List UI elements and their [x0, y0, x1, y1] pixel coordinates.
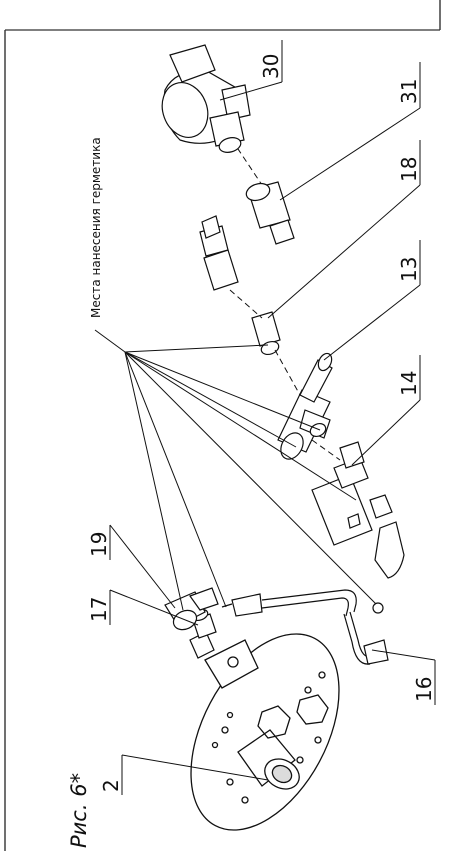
sealant-leader-lines — [94, 329, 377, 611]
burner-disc-part — [190, 633, 340, 831]
regulator-part-30 — [161, 44, 251, 153]
nut-fitting-part-18 — [199, 215, 281, 356]
solenoid-valve-part-14 — [311, 441, 405, 579]
tube-part-16 — [221, 589, 389, 665]
tee-valve-part-13 — [277, 352, 333, 460]
sealant-annotation: Места нанесения герметика — [89, 137, 103, 318]
callout-31: 31 — [397, 79, 421, 104]
callout-16: 16 — [412, 677, 436, 702]
callout-17: 17 — [87, 597, 111, 622]
callout-13: 13 — [397, 257, 421, 282]
callout-18: 18 — [397, 157, 421, 182]
elbow-part-19 — [164, 587, 219, 631]
callout-30: 30 — [259, 54, 283, 79]
figure-caption: Рис. 6* — [67, 773, 91, 848]
callout-14: 14 — [397, 371, 421, 396]
callout-19: 19 — [87, 532, 111, 557]
callout-leaders — [109, 40, 436, 795]
dashed-centerlines — [229, 139, 341, 461]
nut-part-31 — [245, 181, 295, 245]
callout-2: 2 — [99, 779, 123, 792]
